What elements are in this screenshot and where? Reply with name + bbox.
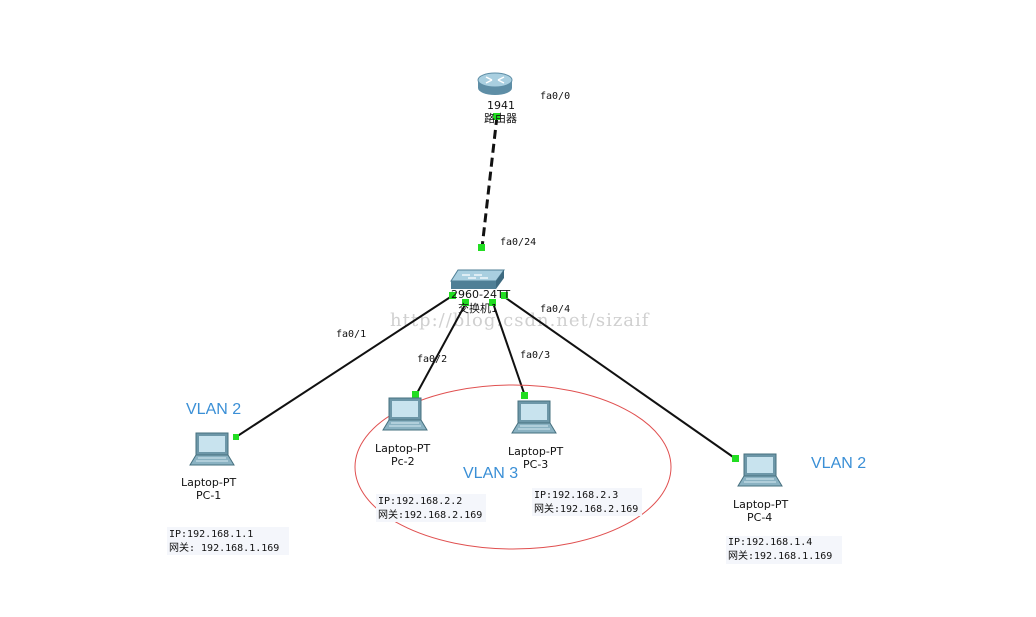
laptop-icon [511,400,557,434]
pc4-ip-box [726,536,842,564]
link-switch-pc4 [502,295,737,460]
pc2-ip-box [376,494,486,522]
port-label-fa04: fa0/4 [540,304,570,315]
pc3-ip-box [532,488,642,516]
pc1-ip-box [167,527,289,555]
router-port-label: fa0/0 [540,91,570,102]
switch-name-label: 交换机1 [458,301,498,315]
pc4-name-label: PC-4 [747,511,772,524]
switch-device[interactable]: 2960-24TT 交换机1 [450,269,510,315]
router-icon [477,72,513,95]
pc3-gateway-label: 网关:192.168.2.169 [534,502,638,515]
laptop-pc4[interactable]: Laptop-PT PC-4 [733,453,788,524]
pc3-ip-label: IP:192.168.2.3 [534,490,618,501]
vlan-label-vlan3: VLAN 3 [463,465,518,482]
port-light-pc3 [521,392,528,399]
pc4-gateway-label: 网关:192.168.1.169 [728,549,832,562]
laptop-icon [382,397,428,431]
port-light-pc4 [732,455,739,462]
laptop-pc3[interactable]: Laptop-PT PC-3 [508,400,563,471]
port-lights [233,113,739,462]
pc2-name-label: Pc-2 [391,455,415,468]
port-label-fa02: fa0/2 [417,354,447,365]
pc4-model-label: Laptop-PT [733,498,788,511]
pc2-model-label: Laptop-PT [375,442,430,455]
link-router-switch [480,115,499,249]
pc3-model-label: Laptop-PT [508,445,563,458]
link-switch-pc3 [492,302,526,397]
pc3-name-label: PC-3 [523,458,548,471]
vlan-label-pc4: VLAN 2 [811,455,866,472]
router-device[interactable]: 1941 路由器 [477,72,517,125]
laptop-pc1[interactable]: Laptop-PT PC-1 [181,432,236,502]
links [235,115,737,460]
port-light-switch-fa02 [462,299,469,306]
vlan3-boundary [354,384,672,550]
switch-icon [450,269,505,289]
pc1-ip-label: IP:192.168.1.1 [169,529,253,540]
vlan-label-pc1: VLAN 2 [186,401,241,418]
laptop-icon [189,432,235,466]
pc1-name-label: PC-1 [196,489,221,502]
port-label-fa01: fa0/1 [336,329,366,340]
switch-uplink-port-label: fa0/24 [500,237,536,248]
pc2-gateway-label: 网关:192.168.2.169 [378,508,482,521]
pc4-ip-label: IP:192.168.1.4 [728,537,812,548]
port-light-switch-fa04 [501,292,508,299]
port-label-fa03: fa0/3 [520,350,550,361]
laptop-icon [737,453,783,487]
port-light-switch-fa03 [489,299,496,306]
pc1-gateway-label: 网关: 192.168.1.169 [169,541,279,554]
port-light-pc1 [233,434,239,440]
port-light-switch-uplink [478,244,485,251]
port-light-switch-fa01 [449,292,456,299]
router-model-label: 1941 [487,99,515,112]
pc2-ip-label: IP:192.168.2.2 [378,496,462,507]
port-light-pc2 [412,391,419,398]
port-light-router [493,113,500,120]
router-name-label: 路由器 [484,111,517,125]
link-switch-pc2 [415,302,467,396]
switch-model-label: 2960-24TT [451,288,510,301]
pc1-model-label: Laptop-PT [181,476,236,489]
laptop-pc2[interactable]: Laptop-PT Pc-2 [375,397,430,468]
link-switch-pc1 [235,295,453,438]
watermark: http://blog.csdn.net/sizaif [390,310,650,331]
